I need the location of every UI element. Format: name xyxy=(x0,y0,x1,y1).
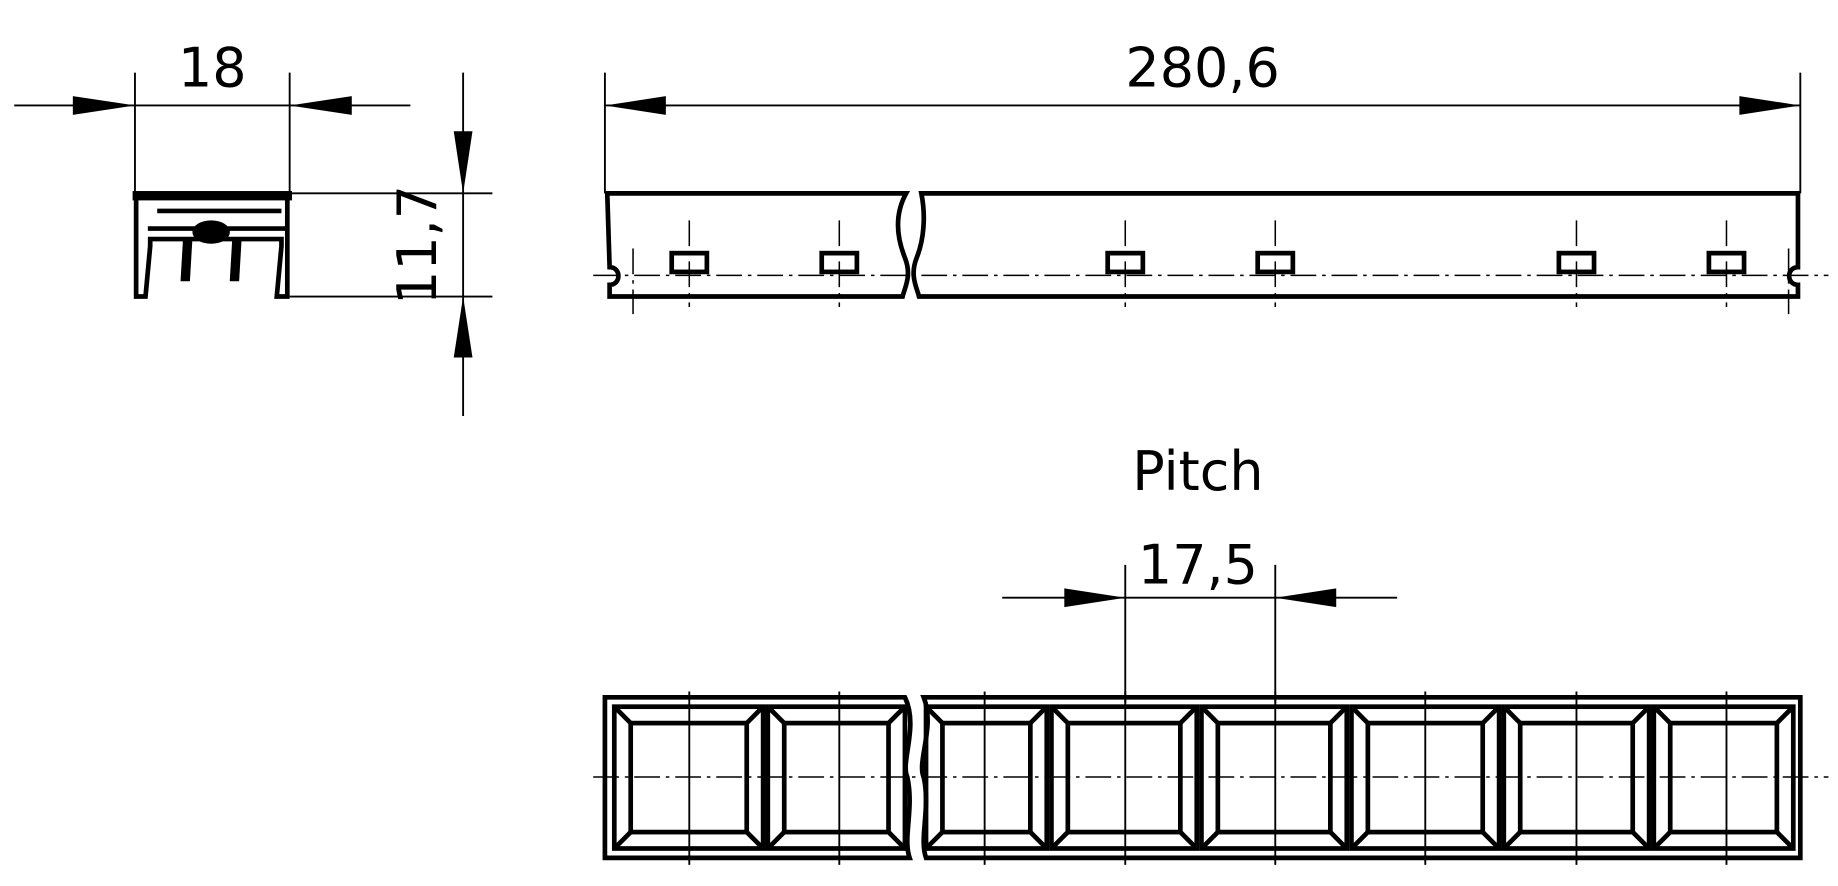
cell-chamfer xyxy=(886,705,907,725)
led-cell xyxy=(765,691,908,865)
cell-outer xyxy=(765,704,908,851)
cell-chamfer xyxy=(766,830,786,851)
width-label: 18 xyxy=(178,37,247,100)
led-cell xyxy=(923,691,1050,865)
length-label: 280,6 xyxy=(1125,37,1279,100)
cell-chamfer xyxy=(1049,705,1070,725)
cell-chamfer xyxy=(1178,705,1199,725)
cell-chamfer xyxy=(1199,705,1220,725)
cell-outer xyxy=(1049,704,1200,851)
pitch-dimension: Pitch 17,5 xyxy=(1002,440,1398,704)
led-cell xyxy=(1349,691,1502,865)
cell-chamfer xyxy=(766,705,786,725)
cell-chamfer xyxy=(1775,830,1795,851)
cell-chamfer xyxy=(924,705,945,725)
led-cell xyxy=(1049,691,1200,865)
cell-inner xyxy=(781,720,891,835)
cell-chamfer xyxy=(1481,705,1501,725)
cell-inner xyxy=(1215,720,1333,835)
cell-chamfer xyxy=(745,830,765,851)
height-label: 11,7 xyxy=(386,185,449,305)
length-dimension: 280,6 xyxy=(603,37,1802,194)
pitch-label: Pitch xyxy=(1132,440,1263,503)
cell-chamfer xyxy=(924,830,945,851)
cell-outer xyxy=(1199,704,1350,851)
cell-inner xyxy=(940,720,1033,835)
cell-chamfer xyxy=(1049,830,1070,851)
cell-chamfer xyxy=(612,705,633,725)
height-dimension: 11,7 xyxy=(289,72,493,417)
cell-chamfer xyxy=(1349,830,1370,851)
cell-outer xyxy=(923,704,1050,851)
cell-chamfer xyxy=(1178,830,1199,851)
pitch-value: 17,5 xyxy=(1138,534,1258,597)
cell-chamfer xyxy=(886,830,907,851)
cell-inner xyxy=(1065,720,1183,835)
cell-chamfer xyxy=(1631,705,1651,725)
led-cell xyxy=(1651,691,1796,865)
top-view-strip xyxy=(593,691,1829,865)
end-view xyxy=(132,191,293,299)
side-view xyxy=(593,191,1829,315)
cell-chamfer xyxy=(1328,705,1349,725)
cell-chamfer xyxy=(1502,705,1522,725)
cell-chamfer xyxy=(1652,705,1672,725)
cell-chamfer xyxy=(1328,830,1349,851)
cell-chamfer xyxy=(1199,830,1220,851)
cell-chamfer xyxy=(1652,830,1672,851)
led-cell xyxy=(1199,691,1350,865)
width-dimension: 18 xyxy=(14,37,411,194)
cell-chamfer xyxy=(1775,705,1795,725)
cell-outer xyxy=(1651,704,1796,851)
cell-inner xyxy=(1667,720,1780,835)
cell-chamfer xyxy=(1481,830,1501,851)
led-cell xyxy=(1501,691,1652,865)
cell-chamfer xyxy=(1502,830,1522,851)
cell-chamfer xyxy=(1028,830,1049,851)
cell-chamfer xyxy=(745,705,765,725)
cell-chamfer xyxy=(1028,705,1049,725)
led-cell xyxy=(611,691,766,865)
cell-chamfer xyxy=(1349,705,1370,725)
cell-chamfer xyxy=(1631,830,1651,851)
cell-chamfer xyxy=(612,830,633,851)
